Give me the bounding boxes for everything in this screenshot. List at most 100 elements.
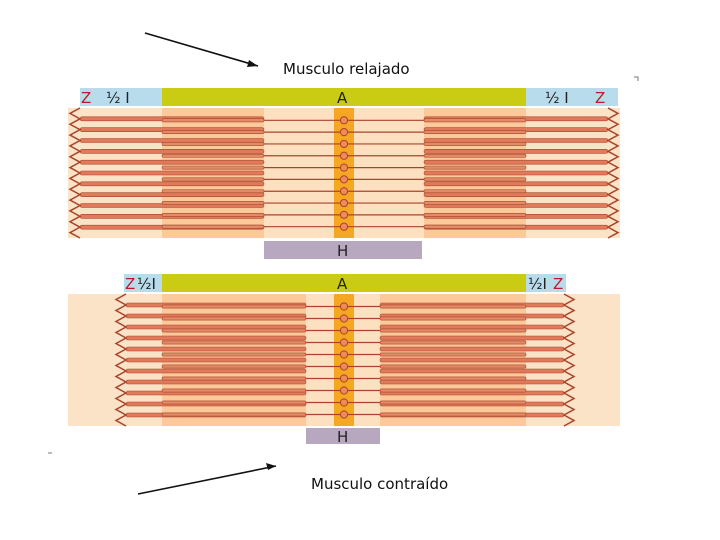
top-pointer-arrow (144, 32, 259, 67)
thick-filament (161, 212, 265, 217)
m-line-node (339, 175, 349, 184)
thick-filament (161, 153, 265, 158)
m-line-node (339, 338, 349, 347)
thick-filament (379, 412, 527, 417)
half-i-label-right: ½I (528, 275, 547, 293)
thick-filament (423, 165, 527, 170)
h-zone-bar (264, 241, 422, 259)
contracted-sarcomere: Z ½I A ½I Z H (68, 274, 620, 446)
thin-filament (79, 138, 265, 143)
thick-filament (423, 212, 527, 217)
m-line-node (339, 187, 349, 196)
half-i-label-right: ½ I (545, 89, 569, 107)
thick-filament (379, 388, 527, 393)
m-line-node (339, 151, 349, 160)
thin-filament (79, 159, 265, 165)
thick-filament (161, 400, 307, 405)
m-line-node (339, 374, 349, 383)
filament-array (114, 293, 576, 427)
thin-filament (379, 379, 565, 385)
z-disc (114, 293, 128, 427)
thick-filament (161, 177, 265, 182)
z-label-left: Z (81, 89, 91, 107)
thick-filament (161, 165, 265, 170)
thin-filament (379, 368, 565, 374)
thick-filament (379, 364, 527, 369)
thin-filament (125, 357, 307, 363)
thick-filament (423, 118, 527, 123)
thin-filament (379, 346, 565, 352)
thick-filament (379, 340, 527, 345)
h-zone-bar (306, 428, 380, 444)
thick-filament (161, 130, 265, 135)
bottom-pointer-arrow (137, 463, 277, 495)
thick-filament (379, 376, 527, 381)
thick-filament (161, 412, 307, 417)
thick-filament (161, 340, 307, 345)
thick-filament (161, 364, 307, 369)
z-disc (562, 293, 576, 427)
m-line-node (339, 222, 349, 231)
thin-filament (379, 357, 565, 363)
contracted-caption: Musculo contraído (311, 475, 449, 493)
m-line-node (339, 198, 349, 208)
a-band-bar (162, 274, 526, 292)
thin-filament (423, 159, 609, 165)
thick-filament (161, 376, 307, 381)
i-band-right (526, 274, 566, 292)
half-i-label-left: ½ I (106, 89, 130, 107)
m-line (334, 294, 354, 426)
thick-filament (379, 328, 527, 333)
z-label-right: Z (595, 89, 605, 107)
thin-filament (423, 192, 609, 197)
z-disc (606, 107, 620, 239)
thin-filament (125, 368, 307, 374)
a-band-bar (162, 88, 526, 106)
m-line-node (339, 386, 349, 395)
thick-filament (161, 328, 307, 333)
thick-filament (161, 304, 307, 309)
thick-filament (161, 118, 265, 123)
relaxed-sarcomere: Z ½ I A ½ I Z H (68, 88, 620, 260)
thin-filament (423, 181, 609, 187)
thick-filament (161, 352, 307, 357)
i-band-left (124, 274, 162, 292)
m-line-node (339, 350, 349, 359)
thin-filament (423, 138, 609, 143)
thick-filament (423, 201, 527, 205)
thin-filament (379, 324, 565, 330)
m-line (334, 108, 354, 238)
thick-filament (161, 224, 265, 229)
thick-filament (423, 224, 527, 229)
m-line-node (339, 302, 349, 311)
z-disc (68, 107, 82, 239)
thick-filament (379, 304, 527, 309)
m-line-node (339, 326, 349, 335)
thin-filament (79, 192, 265, 197)
thin-filament (125, 379, 307, 385)
thin-filament (423, 149, 609, 154)
thin-filament (125, 324, 307, 330)
i-band-left (80, 88, 162, 106)
thick-filament (161, 388, 307, 393)
relaxed-caption: Musculo relajado (283, 60, 410, 78)
thick-filament (423, 189, 527, 194)
thick-filament (161, 189, 265, 194)
thick-filament (161, 201, 265, 205)
m-line-node (339, 410, 349, 419)
thin-filament (125, 335, 307, 341)
thick-filament (161, 316, 307, 321)
thin-filament (125, 346, 307, 352)
thin-filament (79, 149, 265, 154)
filament-array (68, 107, 620, 239)
thick-filament (423, 130, 527, 135)
a-band-label: A (337, 275, 348, 293)
thick-filament (423, 142, 527, 146)
thin-filament (379, 335, 565, 341)
thick-filament (423, 153, 527, 158)
thin-filament (79, 181, 265, 187)
h-zone-label: H (337, 242, 348, 260)
corner-mark (634, 76, 639, 81)
a-band-label: A (337, 89, 348, 107)
